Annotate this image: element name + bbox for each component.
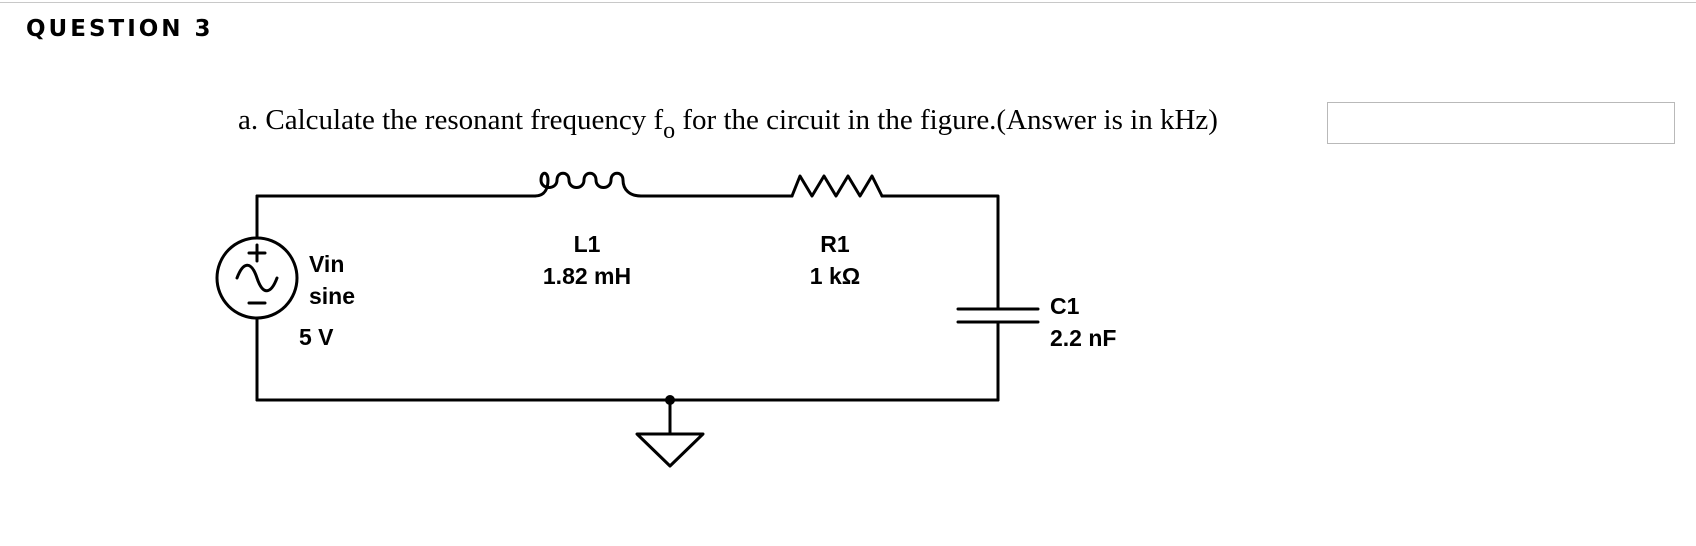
ground-symbol [635,432,705,468]
prompt-text-start: a. Calculate the resonant frequency f [238,104,664,136]
inductor-name: L1 [574,231,601,257]
source-amplitude: 5 V [299,324,334,350]
ground-junction-dot [665,395,675,405]
capacitor-value: 2.2 nF [1050,325,1116,351]
inductor-coil [533,171,643,198]
resistor-zigzag [790,174,884,198]
resistor-name: R1 [820,231,850,257]
sine-wave-icon [235,263,279,293]
answer-input[interactable] [1327,102,1675,144]
prompt-subscript: o [663,118,676,144]
question-heading: QUESTION 3 [26,16,214,42]
voltage-source-circle [215,236,299,320]
resistor-value: 1 kΩ [810,263,860,289]
top-divider [0,2,1696,3]
capacitor-name: C1 [1050,293,1080,319]
prompt-text-end: for the circuit in the figure.(Answer is… [675,104,1218,136]
question-prompt: a. Calculate the resonant frequency fo f… [238,104,1218,144]
source-type: sine [309,283,355,309]
source-name: Vin [309,251,344,277]
inductor-value: 1.82 mH [543,263,631,289]
wire-top-right [880,194,1000,304]
